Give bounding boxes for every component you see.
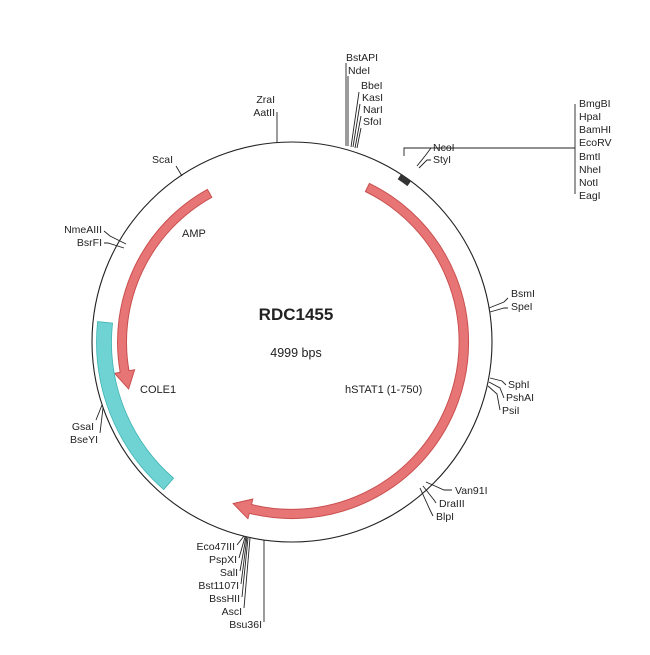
leader-bsmi [488,297,509,309]
site-label-nari: NarI [363,104,383,116]
plasmid-size: 4999 bps [270,346,321,360]
plasmid-name: RDC1455 [259,305,334,324]
site-label-bbei: BbeI [361,80,383,92]
site-label-nmeaiii: NmeAIII [64,224,102,236]
site-label-draiii: DraIII [439,498,465,510]
leader-bmgbi [403,104,576,194]
leader-pshai [488,381,505,399]
feature-label-hstat1: hSTAT1 (1-750) [345,384,422,396]
site-label-bstapi: BstAPI [346,52,378,64]
leader-draiii [422,485,437,504]
leader-layer [95,63,576,622]
site-label-noti: NotI [579,177,598,189]
leader-scai [175,165,183,177]
leader-asci [243,537,251,609]
site-label-bsu36i: Bsu36I [229,619,262,631]
site-label-bmti: BmtI [579,151,601,163]
leader-van91i [425,481,452,491]
site-label-pshai: PshAI [506,392,534,404]
site-label-van91i: Van91I [455,485,488,497]
site-label-pspxi: PspXI [209,554,237,566]
leader-sali [239,536,247,572]
site-label-eco47iii: Eco47III [196,541,235,553]
hstat1-feature-arrow [232,182,470,520]
leader-bsrfi [104,242,125,249]
site-label-bsrfi: BsrFI [77,237,102,249]
leader-gsai [95,404,103,421]
site-label-nhei: NheI [579,164,601,176]
feature-label-cole1: COLE1 [140,384,176,396]
site-label-bseyi: BseYI [70,434,98,446]
amp-feature-arrow [113,188,213,390]
leader-bbei [350,91,360,148]
site-label-psii: PsiI [502,405,520,417]
site-label-bst1107i: Bst1107I [198,580,239,592]
feature-label-amp: AMP [182,228,206,240]
plasmid-backbone [91,141,493,543]
site-label-spei: SpeI [511,301,533,313]
leader-eco47iii [236,535,245,546]
site-label-eagi: EagI [579,190,601,202]
site-label-sfoi: SfoI [363,116,382,128]
site-label-styi: StyI [433,154,451,166]
leader-bsshii [241,537,249,598]
site-label-bsshii: BssHII [209,593,240,605]
leader-styi [418,159,431,169]
site-label-zrai: ZraI [256,94,275,106]
site-label-ndei: NdeI [348,65,370,77]
site-label-ecorv: EcoRV [579,137,612,149]
site-label-sphi: SphI [508,379,530,391]
leader-pspxi [238,536,246,559]
site-marker-block [397,174,411,187]
site-label-bamhi: BamHI [579,124,611,136]
site-label-aatii: AatII [253,107,275,119]
leader-nari [354,115,362,149]
site-label-blpi: BlpI [436,511,454,523]
site-label-kasi: KasI [362,92,383,104]
feature-layer [96,174,470,520]
leader-spei [489,307,508,313]
leader-sfoi [356,127,362,149]
site-label-gsai: GsaI [72,421,94,433]
leader-ncoi [416,147,432,167]
site-label-bmgbi: BmgBI [579,98,611,110]
site-label-hpai: HpaI [579,111,601,123]
site-label-asci: AscI [222,606,242,618]
leader-psii [487,385,501,411]
site-label-sali: SalI [220,567,238,579]
leader-bseyi [99,407,104,434]
leader-sphi [489,377,507,386]
site-label-ncoi: NcoI [433,142,455,154]
cole1-feature-block [96,321,175,491]
site-label-scai: ScaI [152,154,173,166]
label-layer: BstAPI NdeI BbeI KasI NarI SfoI ZraI Aat… [64,52,611,631]
leader-kasi [352,103,361,148]
leader-blpi [419,487,434,517]
leader-bst1107i [240,536,248,585]
leader-nmeaiii [103,230,127,245]
site-label-bsmi: BsmI [511,288,535,300]
